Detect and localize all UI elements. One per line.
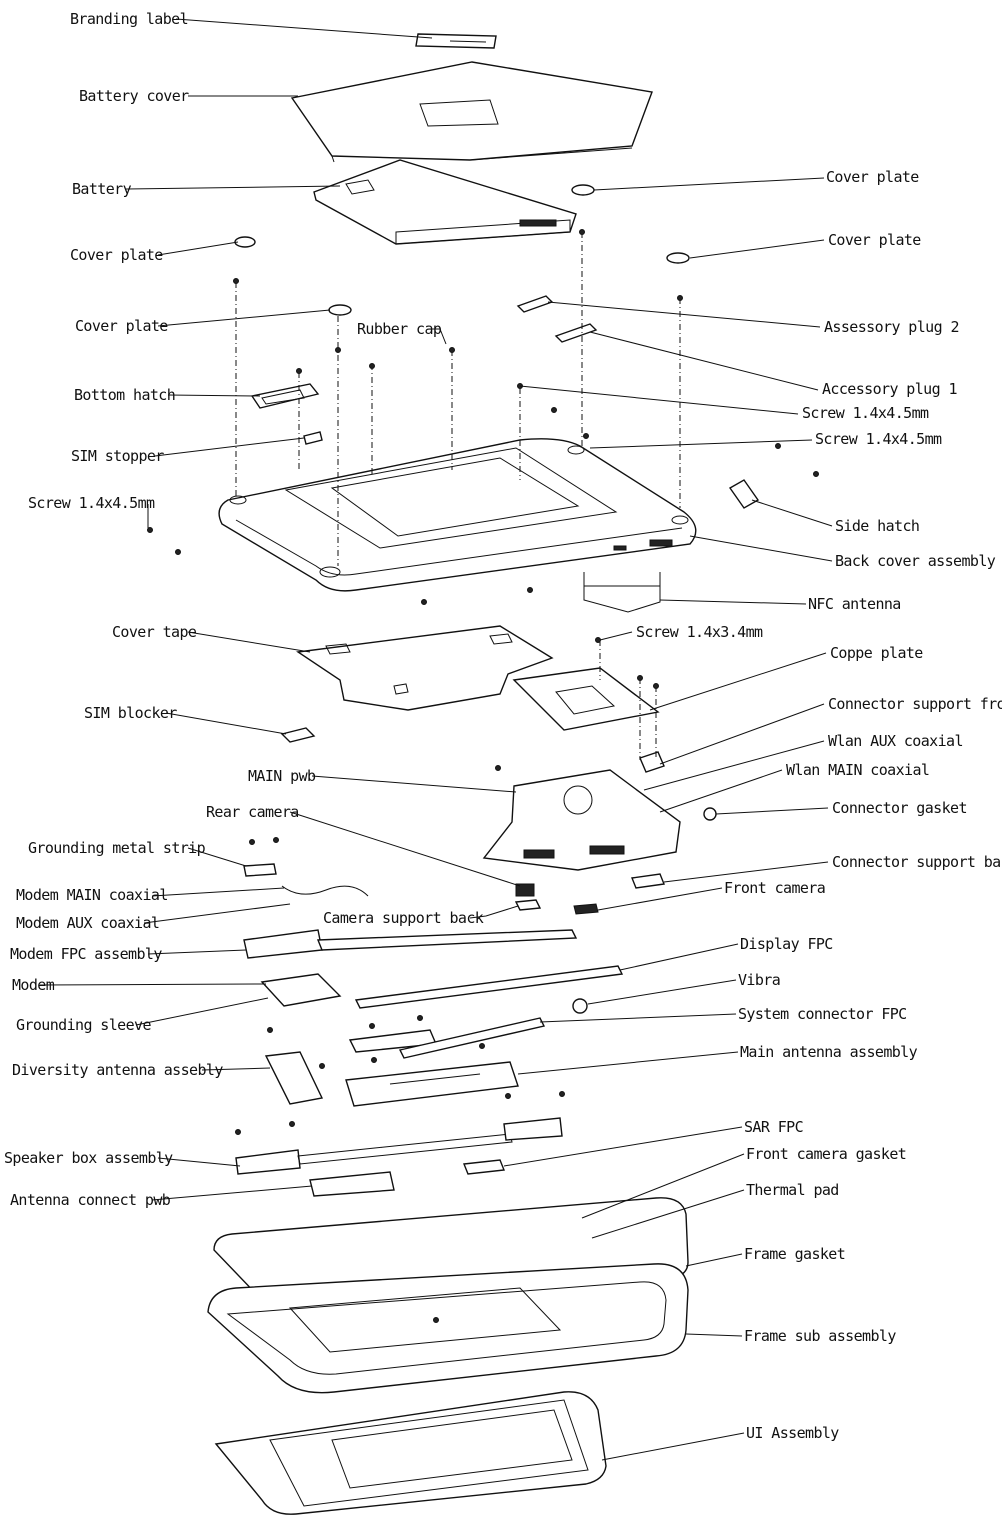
label-rear-camera: Rear camera (206, 803, 299, 821)
label-sar-fpc: SAR FPC (744, 1118, 803, 1136)
label-modem-main-coaxial: Modem MAIN coaxial (16, 886, 168, 904)
accessory-plugs-part (516, 295, 598, 343)
label-sim-stopper: SIM stopper (71, 447, 164, 465)
label-battery-cover: Battery cover (79, 87, 189, 105)
nfc-antenna-part (583, 572, 661, 613)
sim-blocker-part (280, 727, 316, 743)
sim-stopper-part (303, 431, 323, 445)
main-pwb-part (482, 769, 681, 871)
label-screw-2: Screw 1.4x4.5mm (815, 430, 942, 448)
battery-cover-part (290, 61, 653, 163)
coppe-plate-part (512, 667, 660, 731)
label-main-antenna-assembly: Main antenna assembly (740, 1043, 918, 1061)
front-camera-part (573, 903, 599, 915)
label-modem-aux-coaxial: Modem AUX coaxial (16, 914, 159, 932)
vibra-part (572, 998, 588, 1014)
cover-plate-part-1 (571, 184, 595, 196)
diversity-antenna-part (264, 1051, 324, 1105)
back-cover-assembly-part (218, 438, 697, 592)
label-cover-plate-right-2: Cover plate (828, 231, 921, 249)
grounding-metal-strip-part (243, 863, 277, 877)
label-wlan-main-coaxial: Wlan MAIN coaxial (786, 761, 929, 779)
label-grounding-metal-strip: Grounding metal strip (28, 839, 206, 857)
label-branding-label: Branding label (70, 10, 188, 28)
label-wlan-aux-coaxial: Wlan AUX coaxial (828, 732, 963, 750)
label-cover-plate-right-1: Cover plate (826, 168, 919, 186)
label-diversity-antenna: Diversity antenna assebly (12, 1061, 223, 1079)
label-modem: Modem (12, 976, 55, 994)
bottom-hatch-part (250, 383, 320, 409)
label-coppe-plate: Coppe plate (830, 644, 923, 662)
cover-plate-part-3 (666, 252, 690, 264)
system-connector-fpc-part (348, 1017, 546, 1059)
branding-label-part (415, 33, 497, 49)
rear-camera-part (514, 883, 542, 911)
speaker-box-assembly-part (235, 1117, 563, 1175)
frame-sub-assembly-part (207, 1263, 689, 1394)
label-side-hatch: Side hatch (835, 517, 919, 535)
screw-axis-lines (235, 232, 681, 760)
label-antenna-connect-pwb: Antenna connect pwb (10, 1191, 171, 1209)
label-connector-support-front: Connector support front (828, 695, 1002, 713)
label-screw-3: Screw 1.4x3.4mm (636, 623, 763, 641)
sar-fpc-part (463, 1159, 505, 1175)
label-ui-assembly: UI Assembly (746, 1424, 839, 1442)
label-bottom-hatch: Bottom hatch (74, 386, 175, 404)
label-front-camera: Front camera (724, 879, 825, 897)
label-connector-gasket: Connector gasket (832, 799, 967, 817)
connector-support-front-part (639, 751, 665, 773)
connector-support-back-part (631, 873, 665, 889)
label-rubber-cap: Rubber cap (357, 320, 442, 338)
side-hatch-part (728, 479, 760, 509)
display-fpc-part (354, 965, 624, 1009)
label-camera-support-back: Camera support back (323, 909, 484, 927)
main-antenna-assembly-part (345, 1061, 519, 1107)
label-frame-sub-assembly: Frame sub assembly (744, 1327, 896, 1345)
label-frame-gasket: Frame gasket (744, 1245, 845, 1263)
label-connector-support-back: Connector support back (832, 853, 1002, 871)
ui-assembly-part (214, 1391, 607, 1515)
modem-fpc-assembly-part (243, 929, 578, 959)
leader-lines (39, 18, 833, 1461)
label-battery: Battery (72, 180, 132, 198)
label-speaker-box-assembly: Speaker box assembly (4, 1149, 173, 1167)
label-cover-tape: Cover tape (112, 623, 197, 641)
modem-part (260, 973, 342, 1007)
screws (147, 229, 819, 1323)
antenna-connect-pwb-part (309, 1171, 395, 1197)
label-assessory-plug-2: Assessory plug 2 (824, 318, 959, 336)
label-nfc-antenna: NFC antenna (808, 595, 901, 613)
label-modem-fpc-assembly: Modem FPC assembly (10, 945, 162, 963)
connector-gasket-part (703, 807, 717, 821)
label-display-fpc: Display FPC (740, 935, 833, 953)
label-thermal-pad: Thermal pad (746, 1181, 839, 1199)
label-system-connector-fpc: System connector FPC (738, 1005, 907, 1023)
battery-part (313, 159, 577, 245)
label-accessory-plug-1: Accessory plug 1 (822, 380, 957, 398)
modem-coaxials-part (281, 885, 369, 897)
label-cover-plate-left-1: Cover plate (70, 246, 163, 264)
label-front-camera-gasket: Front camera gasket (746, 1145, 906, 1163)
cover-tape-part (296, 625, 554, 711)
label-grounding-sleeve: Grounding sleeve (16, 1016, 151, 1034)
label-screw-1: Screw 1.4x4.5mm (802, 404, 929, 422)
cover-plate-part-4 (328, 304, 352, 316)
label-main-pwb: MAIN pwb (248, 767, 316, 785)
label-back-cover-assembly: Back cover assembly (835, 552, 996, 570)
label-sim-blocker: SIM blocker (84, 704, 177, 722)
label-screw-left: Screw 1.4x4.5mm (28, 494, 155, 512)
label-cover-plate-left-2: Cover plate (75, 317, 168, 335)
label-vibra: Vibra (738, 971, 780, 989)
callout-labels: Branding label Battery cover Battery Cov… (4, 10, 1002, 1442)
